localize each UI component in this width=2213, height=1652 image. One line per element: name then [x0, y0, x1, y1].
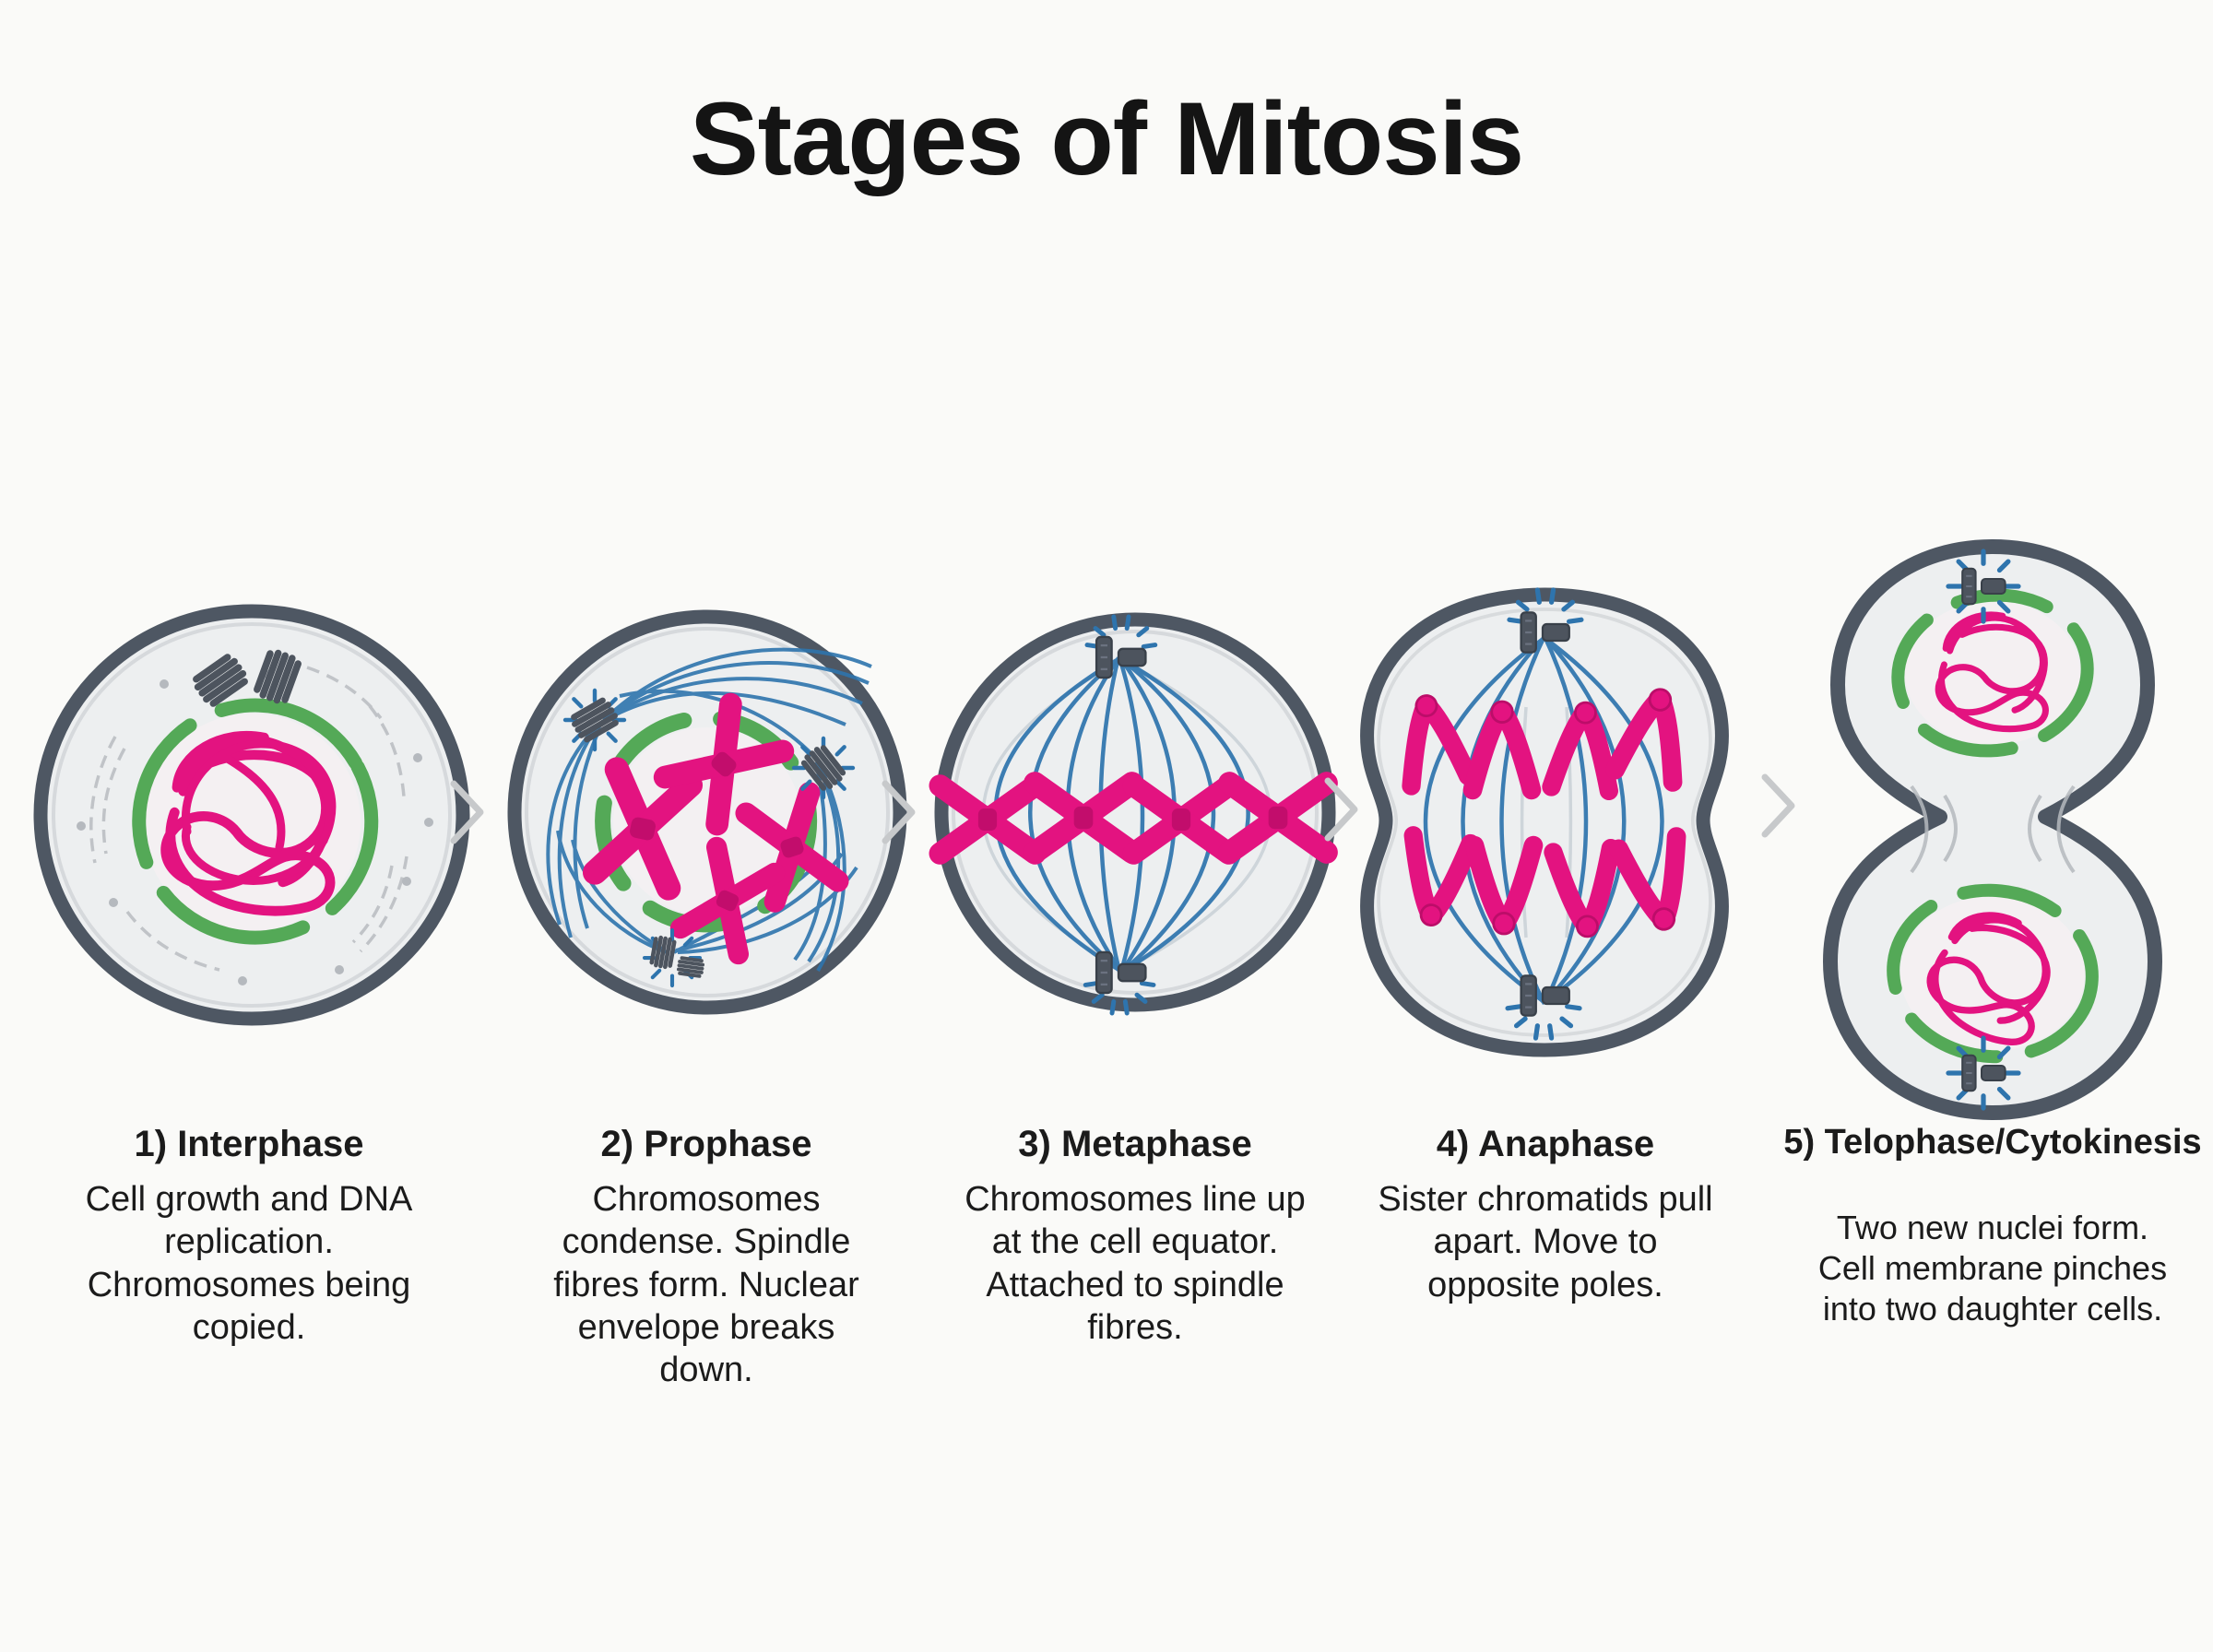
- stage-description: Chromosomes line up at the cell equator.…: [964, 1180, 1306, 1348]
- cell-membrane: [1360, 587, 1729, 1057]
- nuclear-envelope-icon: [1887, 883, 2099, 1064]
- cell-membrane-inner: [525, 627, 890, 997]
- daughter-nucleus-top: [1891, 588, 2094, 758]
- stage-heading: 2) Prophase: [600, 1124, 812, 1164]
- stage-description: Chromosomes condense. Spindle fibres for…: [553, 1180, 859, 1390]
- endoplasmic-reticulum-icon: [89, 666, 408, 972]
- telophase-cytokinesis-cell-diagram: [1823, 539, 2162, 1120]
- anaphase-cell-diagram: [1360, 586, 1729, 1057]
- daughter-nucleus-bottom: [1887, 883, 2099, 1064]
- stage-heading: 5) Telophase/Cytokinesis: [1783, 1123, 2202, 1162]
- stage-label-interphase: 1) Interphase Cell growth and DNA replic…: [37, 1123, 461, 1349]
- cleavage-furrow-icon: [1910, 785, 2076, 874]
- nuclear-envelope-icon: [132, 698, 379, 945]
- stage-label-anaphase: 4) Anaphase Sister chromatids pull apart…: [1333, 1123, 1757, 1306]
- stage-label-prophase: 2) Prophase Chromosomes condense. Spindl…: [494, 1123, 918, 1392]
- stage-description: Cell growth and DNA replication. Chromos…: [85, 1180, 413, 1348]
- stage-description: Two new nuclei form. Cell membrane pinch…: [1817, 1208, 2168, 1328]
- metaphase-cell-diagram: [928, 612, 1343, 1018]
- cell-membrane-inner: [1377, 608, 1712, 1037]
- next-stage-arrow-icon: [1324, 777, 1358, 842]
- nuclear-envelope-icon: [1891, 588, 2094, 758]
- stage-heading: 3) Metaphase: [1018, 1124, 1252, 1164]
- stage-label-telophase-cytokinesis: 5) Telophase/Cytokinesis Two new nuclei …: [1753, 1123, 2213, 1328]
- next-stage-arrow-icon: [882, 780, 916, 844]
- next-stage-arrow-icon: [1761, 773, 1795, 838]
- stage-heading: 1) Interphase: [134, 1124, 364, 1164]
- stage-label-metaphase: 3) Metaphase Chromosomes line up at the …: [923, 1123, 1347, 1349]
- next-stage-arrow-icon: [450, 780, 484, 844]
- stage-description: Sister chromatids pull apart. Move to op…: [1378, 1180, 1713, 1304]
- cell-membrane-inner: [952, 630, 1319, 995]
- interphase-cell-diagram: [33, 604, 470, 1026]
- stage-heading: 4) Anaphase: [1436, 1124, 1655, 1164]
- page-title: Stages of Mitosis: [689, 81, 1524, 196]
- chromatin-icon: [166, 736, 337, 911]
- cell-membrane-inner: [52, 622, 452, 1008]
- prophase-cell-diagram: [507, 609, 907, 1015]
